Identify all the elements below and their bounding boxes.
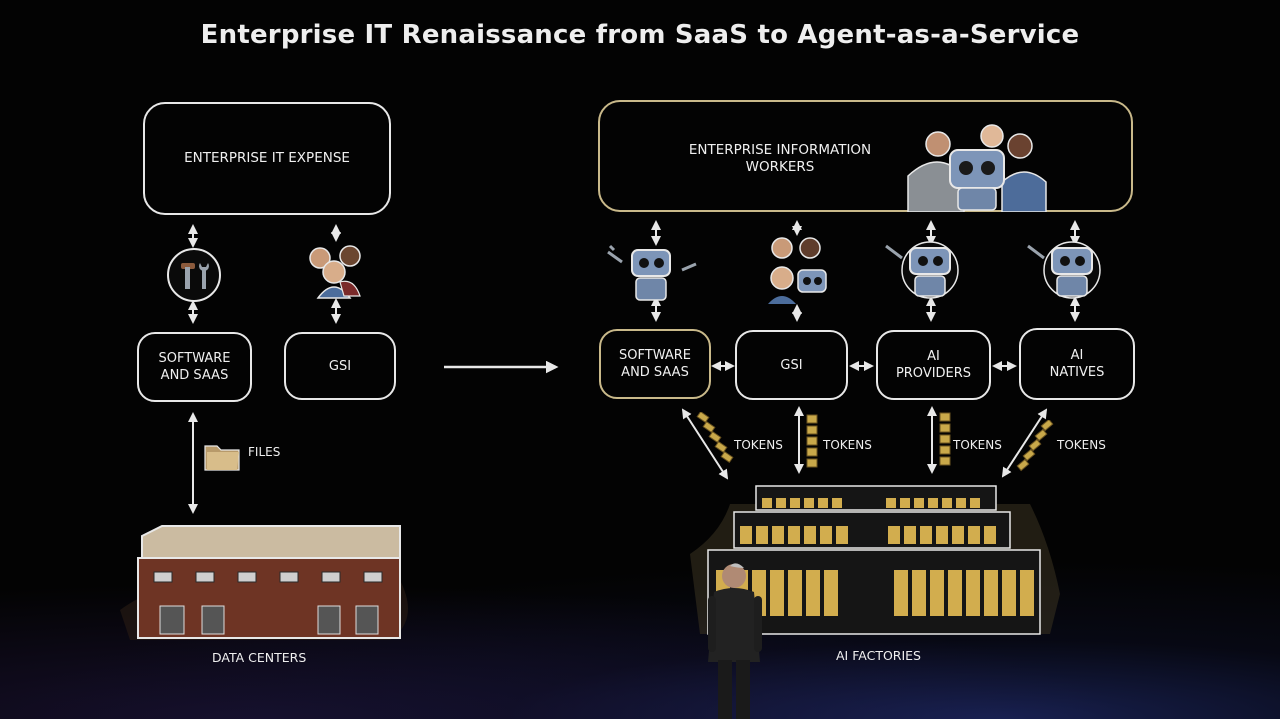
people-icon bbox=[309, 245, 361, 299]
tokens-label-1: Tokens bbox=[734, 438, 783, 452]
robot-icon bbox=[1027, 241, 1101, 299]
robot-icon bbox=[885, 241, 959, 299]
right-gsi-box: GSI bbox=[735, 330, 848, 400]
right-software-saas-box: Software and SaaS bbox=[599, 329, 711, 399]
folder-icon bbox=[204, 445, 240, 471]
data-centers-label: Data Centers bbox=[212, 650, 307, 665]
enterprise-workers-box: Enterprise Information Workers bbox=[598, 100, 1133, 212]
presenter-figure bbox=[708, 563, 762, 719]
server-racks-icon bbox=[690, 485, 1060, 635]
files-label: Files bbox=[248, 445, 281, 459]
token-stack-icon bbox=[806, 414, 818, 468]
left-gsi-box: GSI bbox=[284, 332, 396, 400]
ai-providers-box: AI Providers bbox=[876, 330, 991, 400]
enterprise-it-expense-box: Enterprise IT Expense bbox=[143, 102, 391, 215]
workers-group-icon bbox=[907, 124, 1047, 212]
ai-natives-box: AI Natives bbox=[1019, 328, 1135, 400]
tokens-label-2: Tokens bbox=[823, 438, 872, 452]
left-software-saas-box: Software and SaaS bbox=[137, 332, 252, 402]
token-stack-icon bbox=[939, 412, 951, 466]
tools-icon bbox=[167, 248, 221, 302]
tokens-label-3: Tokens bbox=[953, 438, 1002, 452]
robot-icon bbox=[607, 244, 697, 301]
token-stack-icon bbox=[696, 412, 734, 464]
building-icon bbox=[120, 525, 408, 640]
tokens-label-4: Tokens bbox=[1057, 438, 1106, 452]
ai-factories-label: AI Factories bbox=[836, 648, 921, 663]
people-robot-icon bbox=[768, 237, 827, 304]
slide-title: Enterprise IT Renaissance from SaaS to A… bbox=[200, 20, 1080, 50]
enterprise-workers-label: Enterprise Information Workers bbox=[688, 142, 872, 175]
token-stack-icon bbox=[1016, 420, 1054, 472]
